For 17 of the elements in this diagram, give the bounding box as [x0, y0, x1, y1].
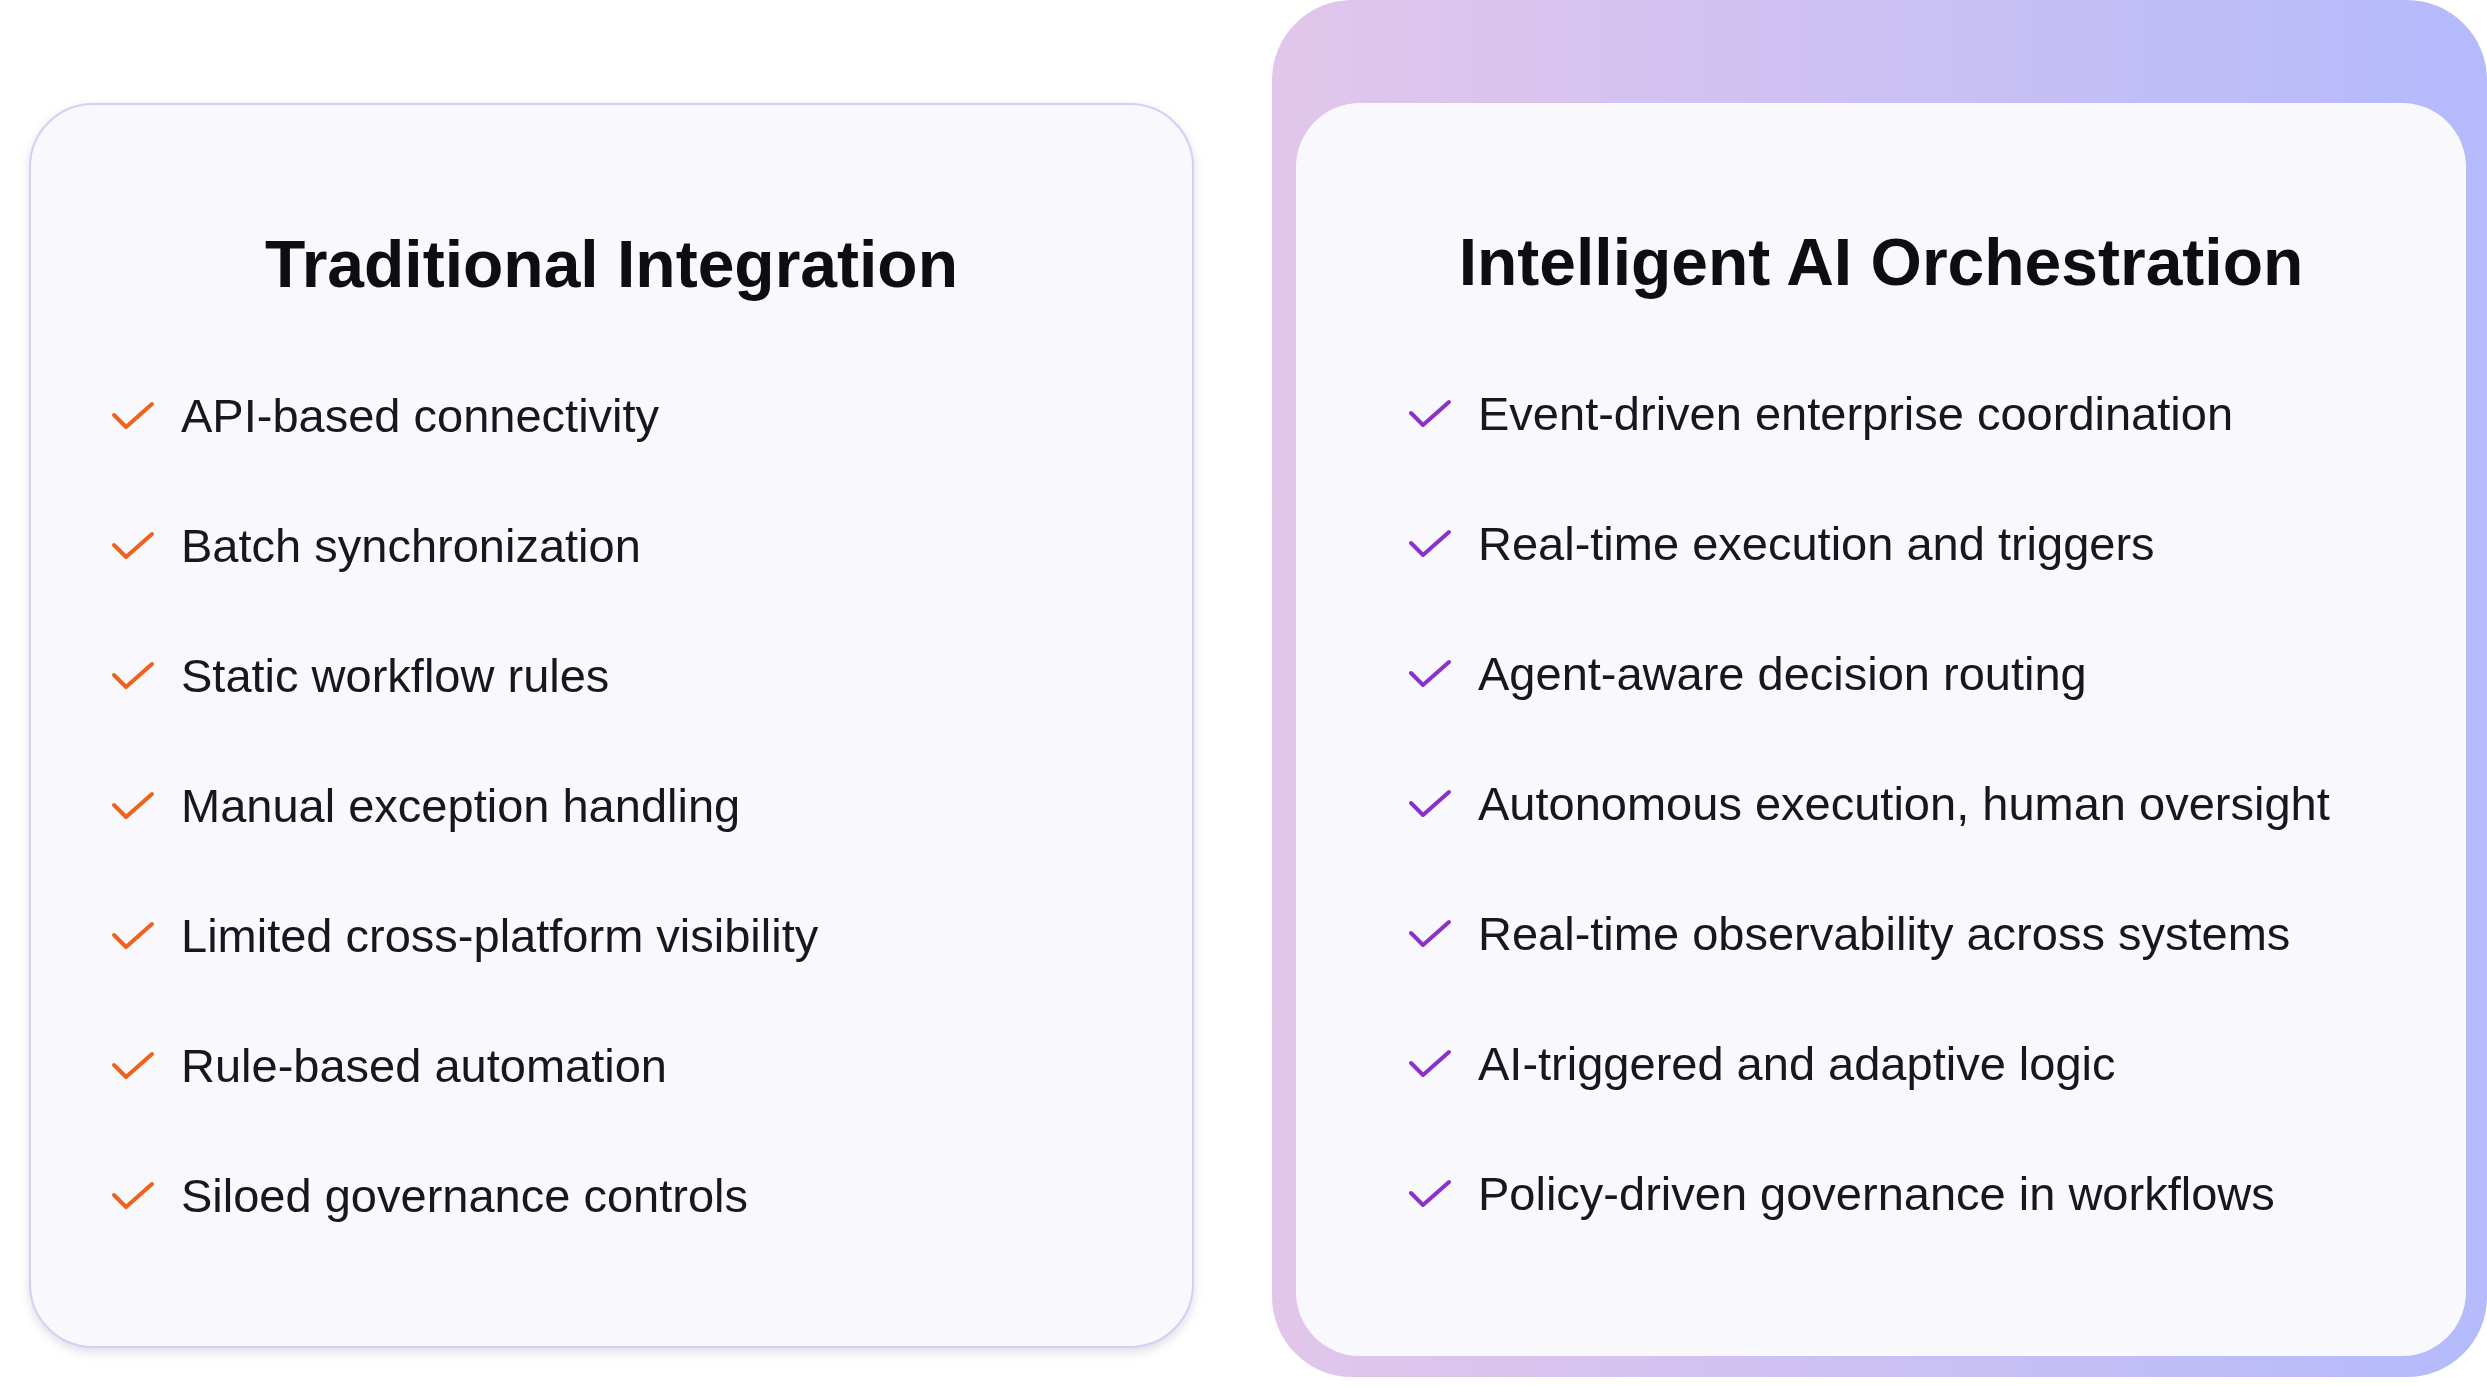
feature-text: Real-time execution and triggers — [1478, 515, 2155, 572]
feature-text: Real-time observability across systems — [1478, 905, 2291, 962]
feature-text: Manual exception handling — [181, 777, 741, 834]
feature-text: Autonomous execution, human oversight — [1478, 775, 2330, 832]
feature-text: API-based connectivity — [181, 387, 660, 444]
feature-text: Siloed governance controls — [181, 1167, 748, 1224]
feature-text: Policy-driven governance in workflows — [1478, 1165, 2275, 1222]
card-title: Intelligent AI Orchestration — [1457, 224, 2305, 301]
feature-text: Batch synchronization — [181, 517, 641, 574]
comparison-card — [29, 103, 1194, 1348]
feature-text: AI-triggered and adaptive logic — [1478, 1035, 2116, 1092]
feature-text: Event-driven enterprise coordination — [1478, 385, 2234, 442]
card-title: Traditional Integration — [263, 226, 959, 303]
feature-text: Agent-aware decision routing — [1478, 645, 2087, 702]
feature-text: Limited cross-platform visibility — [181, 907, 819, 964]
feature-text: Static workflow rules — [181, 647, 610, 704]
feature-text: Rule-based automation — [181, 1037, 667, 1094]
